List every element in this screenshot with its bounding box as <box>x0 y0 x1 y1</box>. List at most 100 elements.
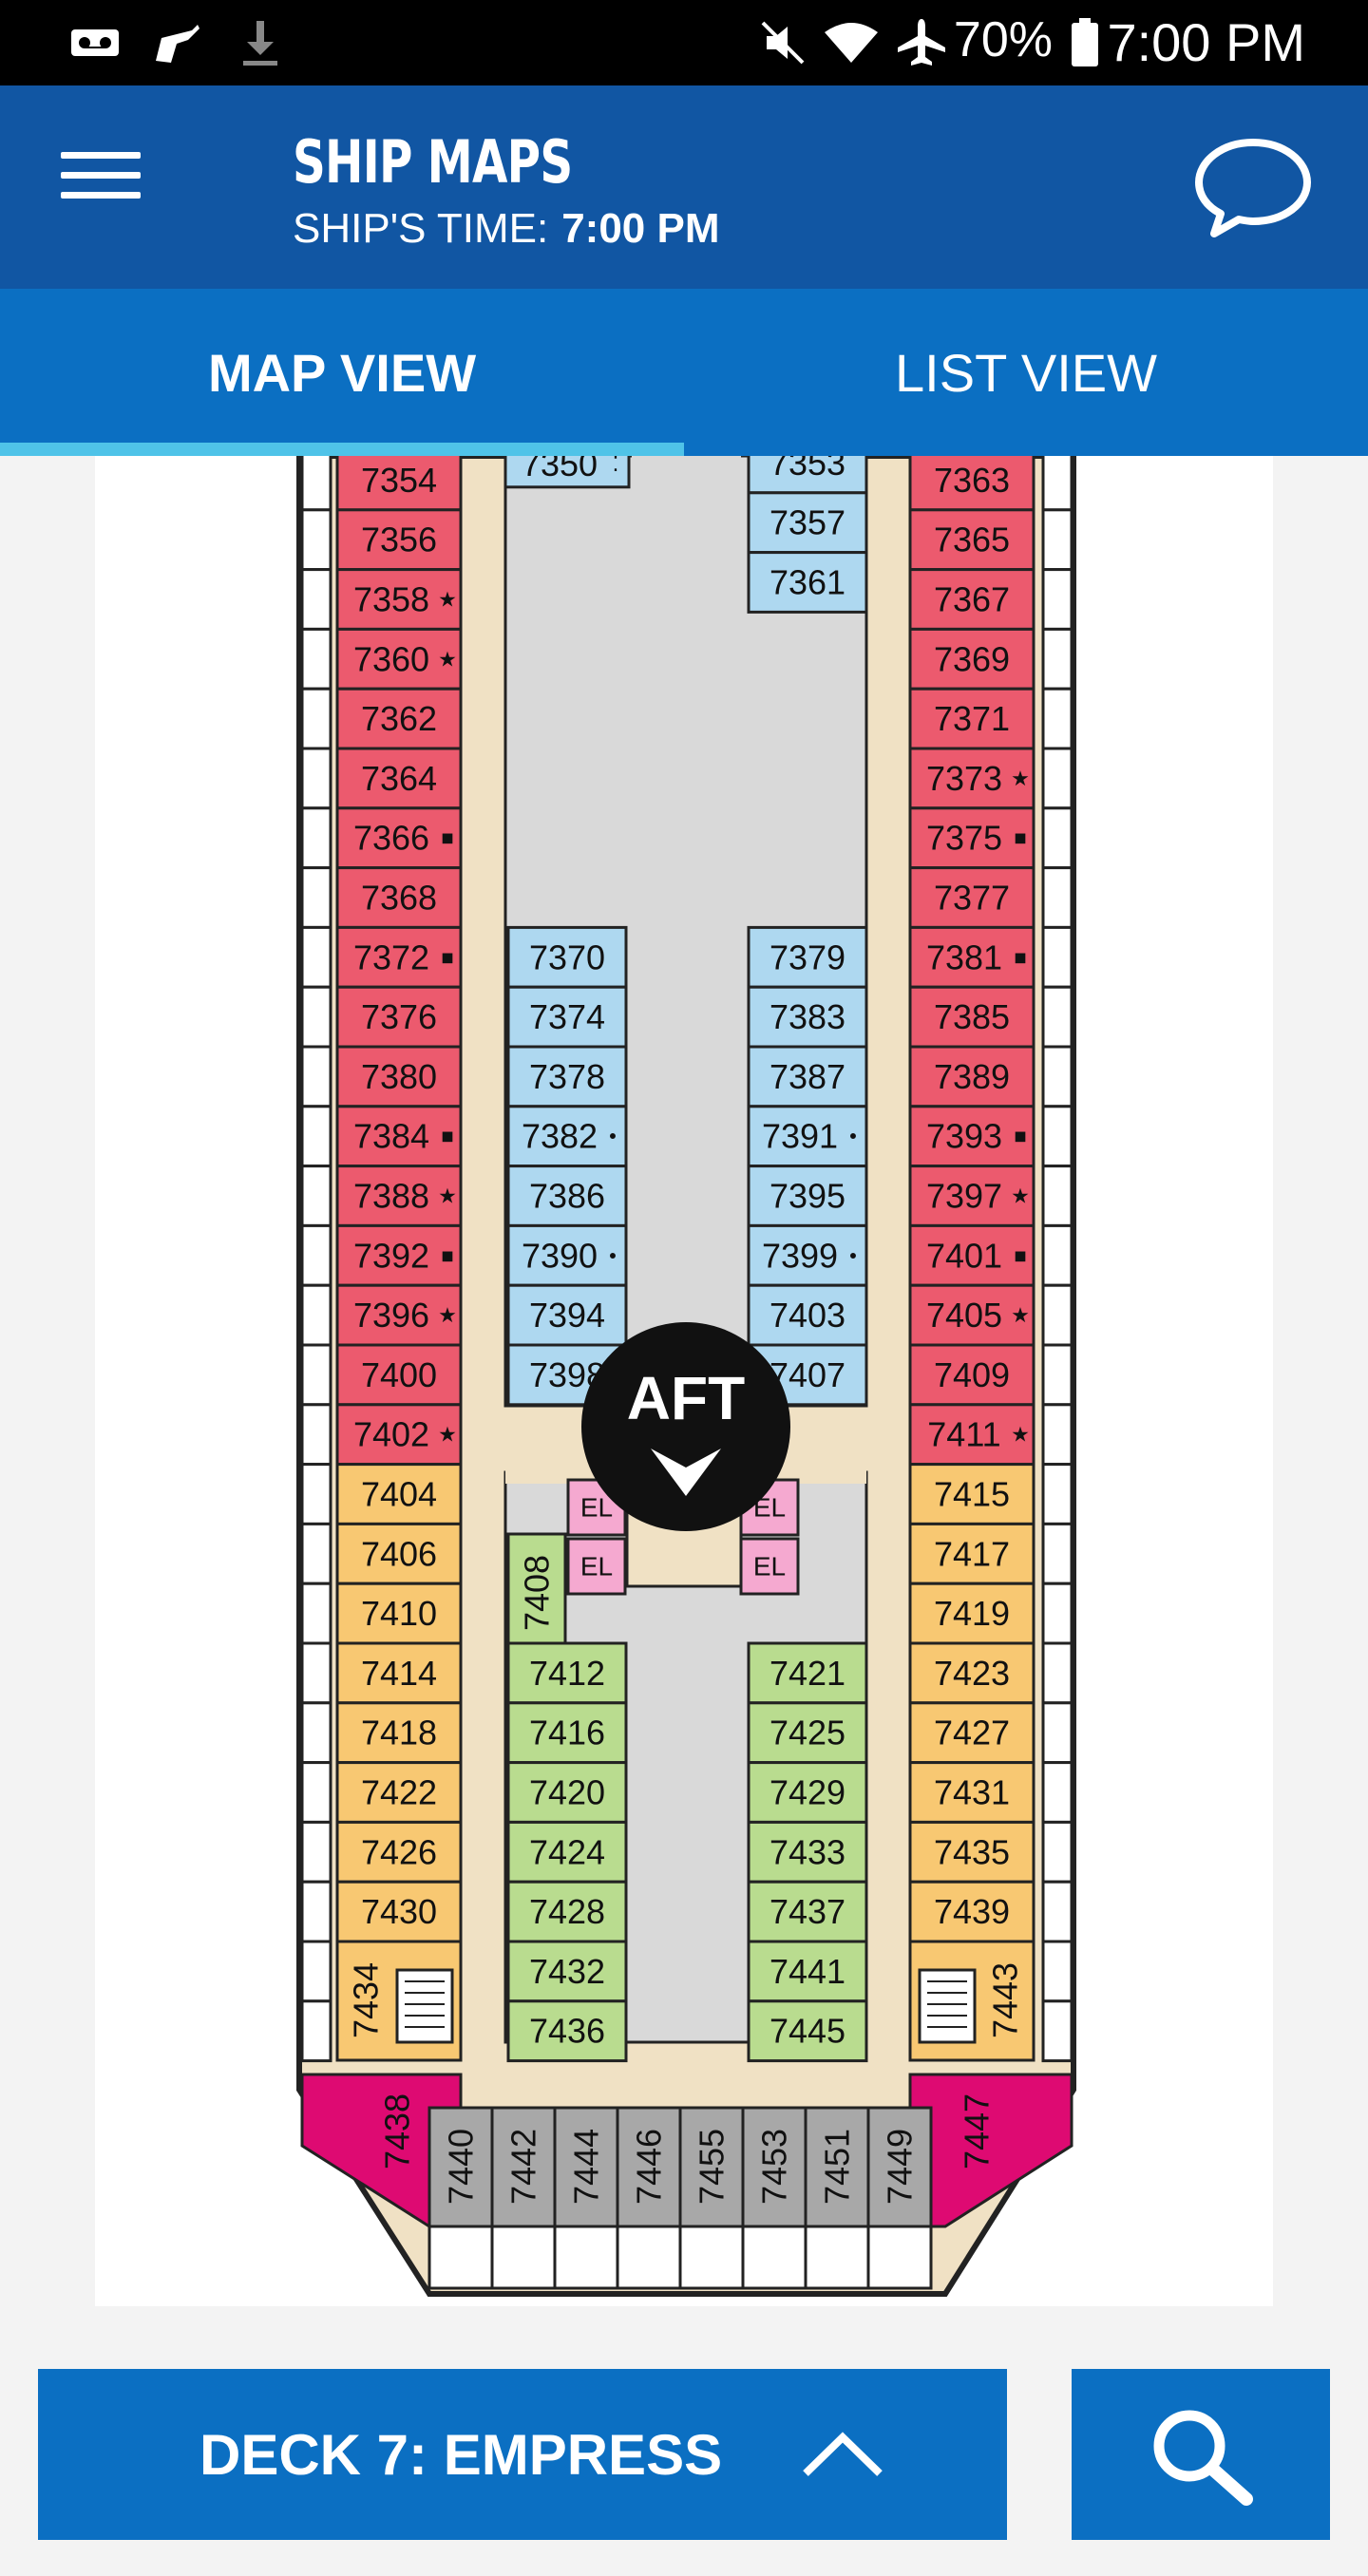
balcony-right <box>1041 568 1074 631</box>
cabin-7380[interactable] <box>335 1045 463 1108</box>
cabin-7431[interactable] <box>908 1761 1036 1824</box>
tab-list-view[interactable]: LIST VIEW <box>895 342 1157 403</box>
cabin-7406-number: 7406 <box>361 1534 437 1573</box>
cabin-7432[interactable] <box>506 1940 628 2003</box>
cabin-7430[interactable] <box>335 1880 463 1943</box>
cabin-7396[interactable] <box>335 1283 463 1347</box>
cabin-7373-marker: ★ <box>1011 767 1030 790</box>
deck-selector-button[interactable]: DECK 7: EMPRESS <box>38 2369 1007 2540</box>
cabin-7371[interactable] <box>908 687 1036 750</box>
balcony-right <box>1041 508 1074 572</box>
cabin-7446[interactable] <box>616 2106 682 2228</box>
cabin-7360[interactable] <box>335 627 463 691</box>
cabin-7392[interactable] <box>335 1223 463 1287</box>
cabin-7415[interactable] <box>908 1463 1036 1525</box>
cabin-7445[interactable] <box>747 1999 868 2063</box>
cabin-7422[interactable] <box>335 1761 463 1824</box>
cabin-7385[interactable] <box>908 985 1036 1049</box>
cabin-7387[interactable] <box>747 1045 868 1108</box>
cabin-7376[interactable] <box>335 985 463 1049</box>
cabin-7388[interactable] <box>335 1165 463 1227</box>
cabin-7390[interactable] <box>506 1223 628 1287</box>
cabin-7455[interactable] <box>678 2106 745 2228</box>
tab-map-view[interactable]: MAP VIEW <box>207 342 477 403</box>
cabin-7377-number: 7377 <box>934 879 1010 918</box>
cabin-7373[interactable] <box>908 747 1036 810</box>
cabin-7412-number: 7412 <box>529 1654 605 1693</box>
cabin-7411[interactable] <box>908 1403 1036 1467</box>
stern-balcony <box>678 2225 745 2290</box>
cabin-7366[interactable] <box>335 806 463 870</box>
cabin-7354[interactable] <box>335 456 463 512</box>
cabin-7420[interactable] <box>506 1761 628 1824</box>
cabin-7383[interactable] <box>747 985 868 1049</box>
cabin-7418[interactable] <box>335 1701 463 1765</box>
cabin-7420-number: 7420 <box>529 1773 605 1812</box>
cabin-7378[interactable] <box>506 1045 628 1108</box>
cabin-7402[interactable] <box>335 1403 463 1467</box>
cabin-7400[interactable] <box>335 1343 463 1407</box>
search-button[interactable] <box>1072 2369 1330 2540</box>
cabin-7370[interactable] <box>506 925 628 989</box>
cabin-7356-number: 7356 <box>361 521 437 559</box>
cabin-7361[interactable] <box>747 551 868 614</box>
ships-time-value: 7:00 PM <box>561 205 720 252</box>
cabin-7368[interactable] <box>335 866 463 929</box>
cabin-7365[interactable] <box>908 508 1036 572</box>
balcony-left <box>300 1223 332 1287</box>
cabin-7367-number: 7367 <box>934 580 1010 619</box>
cabin-7403[interactable] <box>747 1283 868 1347</box>
cabin-7425-number: 7425 <box>770 1714 846 1752</box>
elevator-4[interactable] <box>739 1537 800 1596</box>
cabin-7394[interactable] <box>506 1283 628 1347</box>
deck-selector-label: DECK 7: EMPRESS <box>200 2422 723 2487</box>
cabin-7356[interactable] <box>335 508 463 572</box>
cabin-7421[interactable] <box>747 1641 868 1705</box>
app-header: SHIP MAPS SHIP'S TIME:7:00 PM <box>0 85 1368 289</box>
cabin-7412[interactable] <box>506 1641 628 1705</box>
cabin-7417[interactable] <box>908 1522 1036 1585</box>
cabin-7384[interactable] <box>335 1105 463 1168</box>
aft-arrow-icon <box>651 1449 721 1496</box>
cabin-7414[interactable] <box>335 1641 463 1705</box>
cabin-7391[interactable] <box>747 1105 868 1168</box>
cabin-7408[interactable] <box>506 1532 567 1655</box>
cabin-7362[interactable] <box>335 687 463 750</box>
balcony-left <box>300 925 332 989</box>
elevator-2[interactable] <box>566 1537 627 1596</box>
cabin-7375[interactable] <box>908 806 1036 870</box>
cabin-7377[interactable] <box>908 866 1036 929</box>
active-tab-indicator <box>0 443 684 456</box>
cabin-7364[interactable] <box>335 747 463 810</box>
cabin-7362-number: 7362 <box>361 699 437 738</box>
cabin-7441[interactable] <box>747 1940 868 2003</box>
deck-plan[interactable]: 735473567358★7360★736273647366■73687372■… <box>95 456 1273 2306</box>
cabin-7436[interactable] <box>506 1999 628 2063</box>
cabin-7423[interactable] <box>908 1641 1036 1705</box>
cabin-7428[interactable] <box>506 1880 628 1943</box>
cabin-7353[interactable] <box>747 456 868 495</box>
cabin-7439[interactable] <box>908 1880 1036 1943</box>
wifi-icon <box>821 17 882 68</box>
menu-button[interactable] <box>61 152 141 218</box>
cabin-7416[interactable] <box>506 1701 628 1765</box>
cabin-7350[interactable] <box>504 456 631 489</box>
cabin-7358[interactable] <box>335 568 463 631</box>
cabin-7427[interactable] <box>908 1701 1036 1765</box>
cabin-7404[interactable] <box>335 1463 463 1525</box>
cabin-7357[interactable] <box>747 491 868 555</box>
balcony-right <box>1041 1820 1074 1884</box>
cabin-7430-number: 7430 <box>361 1892 437 1931</box>
cabin-7395[interactable] <box>747 1165 868 1227</box>
cabin-7425[interactable] <box>747 1701 868 1765</box>
cabin-7426[interactable] <box>335 1820 463 1884</box>
cabin-7376-number: 7376 <box>361 997 437 1036</box>
cabin-7369[interactable] <box>908 627 1036 691</box>
cabin-7374[interactable] <box>506 985 628 1049</box>
cabin-7379[interactable] <box>747 925 868 989</box>
chat-button[interactable] <box>1191 135 1315 239</box>
cabin-7382[interactable] <box>506 1105 628 1168</box>
balcony-right <box>1041 1582 1074 1645</box>
balcony-left <box>300 1880 332 1943</box>
